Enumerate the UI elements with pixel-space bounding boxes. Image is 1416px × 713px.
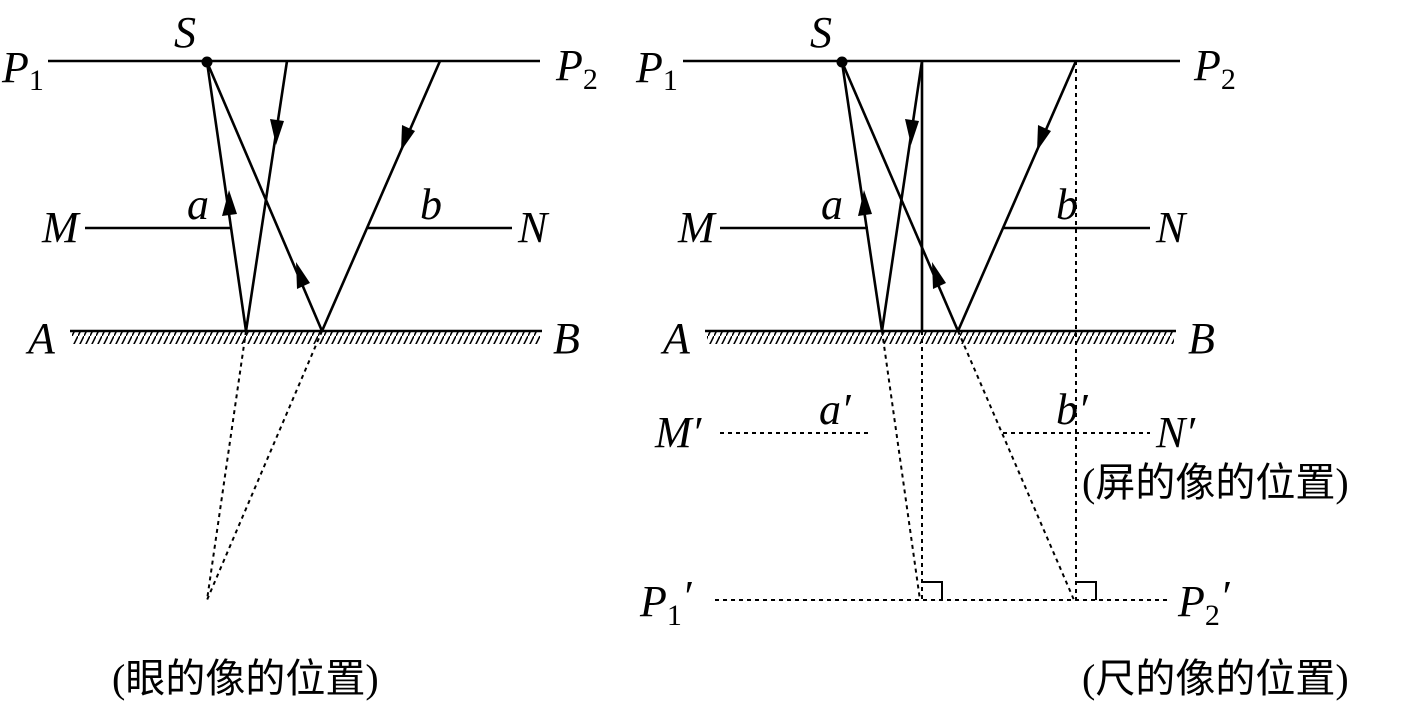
virtual-ray-1 [881,330,921,601]
label-a: a [187,180,209,229]
virtual-ray-2 [957,330,1075,601]
ray-ruler-to-mirror-1 [880,60,924,332]
label-N-prime: N′ [1155,408,1196,457]
label-b: b [1056,180,1078,229]
label-S: S [810,8,832,57]
virtual-ray-1 [206,330,247,601]
ray-ruler-to-mirror-1 [244,60,289,332]
arrow-up-1 [222,190,237,216]
mirror-hatching [707,332,1174,344]
label-P1-prime: P1′ [639,572,693,632]
label-a-prime: a′ [819,385,852,434]
arrow-up-2 [932,262,946,289]
label-M: M [677,203,717,252]
label-P2: P2 [1193,41,1236,96]
label-M-prime: M′ [654,408,703,457]
label-B: B [1188,314,1215,363]
label-a: a [821,180,843,229]
right-diagram: S P1 P2 M N a b A B M′ N′ a′ b′ P1′ P2′ … [635,8,1349,701]
label-N: N [1155,203,1188,252]
arrow-down-2 [401,125,415,151]
arrow-down-2 [1037,125,1051,151]
eye-image-caption: (眼的像的位置) [112,656,379,701]
screen-image-caption: (屏的像的位置) [1082,460,1349,505]
label-b-prime: b′ [1056,385,1089,434]
label-P2-prime: P2′ [1177,572,1231,632]
mirror-hatching [72,332,540,344]
label-B: B [553,314,580,363]
virtual-ray-2 [206,330,323,601]
label-S: S [174,8,196,57]
ray-s-to-mirror-1 [840,61,884,332]
ruler-image-caption: (尺的像的位置) [1082,656,1349,701]
ray-ruler-to-mirror-2 [956,60,1078,332]
label-P1: P1 [1,43,44,97]
ray-ruler-to-mirror-2 [320,60,442,332]
left-diagram: S P1 P2 M N a b A B (眼的像的位置) [1,8,598,701]
arrow-up-2 [296,262,310,289]
arrow-down-1 [270,119,284,145]
label-M: M [41,203,81,252]
label-N: N [517,203,550,252]
arrow-up-1 [858,190,872,216]
ray-s-to-mirror-2 [840,61,960,332]
right-angle-mark-2 [1076,581,1097,600]
ray-s-to-mirror-2 [205,61,324,332]
label-P1: P1 [635,43,678,97]
label-b: b [420,180,442,229]
arrow-down-1 [905,119,919,145]
label-A: A [660,314,691,363]
label-P2: P2 [555,41,598,96]
ray-s-to-mirror-1 [205,61,248,332]
label-A: A [25,314,56,363]
right-angle-mark-1 [922,581,943,600]
